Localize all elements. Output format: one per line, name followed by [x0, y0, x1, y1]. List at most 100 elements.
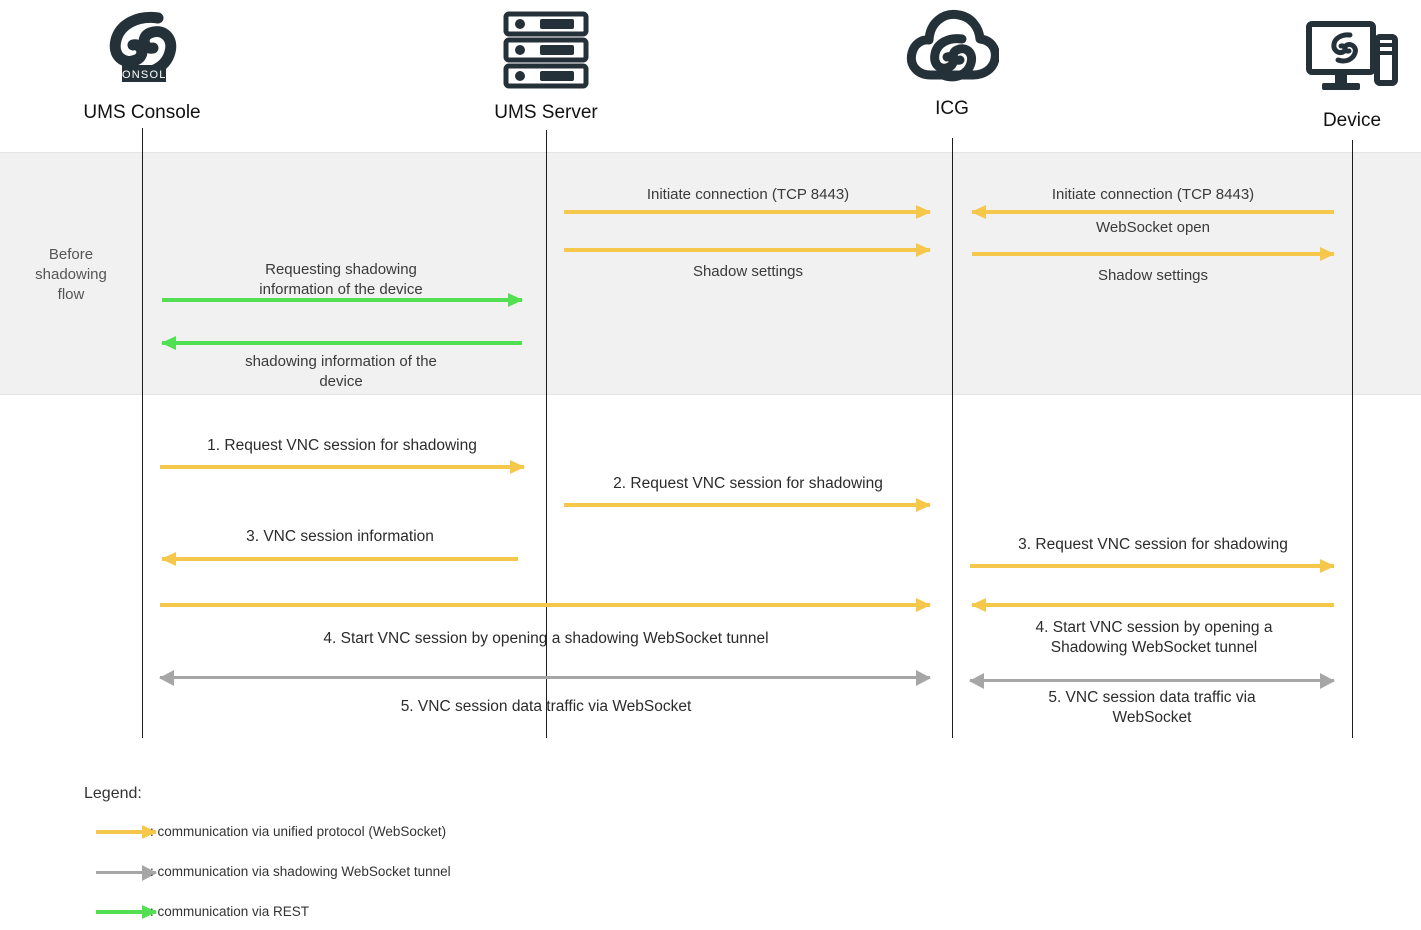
message-arrow-m15 — [969, 673, 1335, 689]
legend-item-shadowing-tunnel: : communication via shadowing WebSocket … — [0, 862, 600, 882]
message-label-m12: 4. Start VNC session by opening a shadow… — [323, 630, 769, 647]
message-label-m14: 5. VNC session data traffic via WebSocke… — [400, 698, 692, 715]
message-arrow-m8 — [160, 460, 525, 474]
message-label-m1: Initiate connection (TCP 8443) — [646, 186, 850, 203]
arrowhead-right — [1320, 559, 1335, 573]
arrowhead-right — [916, 670, 931, 686]
arrow-shaft — [162, 341, 522, 345]
ums-console-logo-icon: CONSOLE — [42, 4, 242, 96]
message-label-m10: 3. VNC session information — [246, 528, 434, 545]
arrowhead-right — [916, 243, 931, 257]
actor-ums-server: UMS Server — [446, 4, 646, 124]
lifeline-ums-server — [546, 130, 547, 738]
message-label-m2: Initiate connection (TCP 8443) — [1051, 186, 1255, 203]
arrow-shaft — [162, 298, 522, 302]
lifeline-ums-console — [142, 128, 143, 738]
actor-label-ums-console: UMS Console — [83, 102, 201, 123]
arrowhead-left — [971, 598, 986, 612]
arrow-shaft — [972, 210, 1334, 214]
message-arrow-m7 — [161, 336, 522, 350]
message-arrow-m14 — [159, 670, 931, 686]
arrowhead-right — [142, 825, 157, 839]
actor-device: Device — [1252, 12, 1421, 132]
actor-icg: ICG — [852, 0, 1052, 120]
arrowhead-right — [1320, 247, 1335, 261]
legend-arrow-rest — [96, 905, 157, 919]
message-label-line-1: Requesting shadowing — [265, 261, 417, 278]
message-arrow-m6 — [162, 293, 523, 307]
arrowhead-left — [971, 205, 986, 219]
message-label-line-2: device — [319, 373, 363, 390]
legend-label-shadowing-tunnel: : communication via shadowing WebSocket … — [150, 864, 451, 879]
message-label-m8: 1. Request VNC session for shadowing — [207, 437, 477, 454]
message-arrow-m13 — [971, 598, 1334, 612]
server-rack-icon — [446, 4, 646, 96]
arrow-shaft — [972, 603, 1334, 607]
actor-label-icg: ICG — [935, 98, 969, 119]
message-label-m9: 2. Request VNC session for shadowing — [613, 475, 883, 492]
message-arrow-m9 — [564, 498, 931, 512]
legend-label-rest: : communication via REST — [150, 904, 310, 919]
legend-arrow-shadowing-tunnel — [96, 865, 157, 881]
arrow-shaft — [96, 830, 156, 834]
arrow-shaft — [970, 679, 1334, 682]
lifeline-icg — [952, 138, 953, 738]
arrowhead-right — [142, 865, 157, 881]
cloud-gateway-icon — [852, 0, 1052, 92]
svg-text:CONSOLE: CONSOLE — [113, 69, 175, 81]
legend-item-rest: : communication via REST — [0, 902, 600, 922]
message-arrow-m5 — [972, 247, 1335, 261]
arrow-shaft — [970, 564, 1334, 568]
legend-label-unified-protocol: : communication via unified protocol (We… — [150, 824, 447, 839]
message-label-line-1: 4. Start VNC session by opening a — [1035, 619, 1273, 636]
arrow-shaft — [160, 603, 930, 607]
message-label-m6: Requesting shadowing information of the … — [162, 260, 520, 300]
arrowhead-left — [161, 552, 176, 566]
arrow-shaft — [96, 871, 156, 874]
band-label-line-3: flow — [57, 286, 85, 303]
message-label-m5: Shadow settings — [1097, 267, 1209, 284]
message-arrow-m12 — [160, 598, 931, 612]
message-label-m3: WebSocket open — [1096, 219, 1210, 236]
message-arrow-m2 — [971, 205, 1334, 219]
band-label-line-1: Before — [48, 246, 94, 263]
arrowhead-right — [510, 460, 525, 474]
message-label-line-2: Shadowing WebSocket tunnel — [1050, 639, 1258, 656]
arrowhead-right — [508, 293, 523, 307]
actor-label-device: Device — [1322, 110, 1382, 131]
message-label-line-1: 5. VNC session data traffic via — [1048, 689, 1256, 706]
message-label-m7: shadowing information of the device — [162, 352, 520, 392]
message-label-line-2: WebSocket — [1112, 709, 1192, 726]
arrow-shaft — [564, 210, 930, 214]
arrow-shaft — [160, 465, 524, 469]
actor-ums-console: CONSOLE UMS Console — [42, 4, 242, 124]
message-arrow-m4 — [564, 243, 931, 257]
message-label-m13: 4. Start VNC session by opening a Shadow… — [972, 618, 1336, 658]
arrowhead-right — [1320, 673, 1335, 689]
arrowhead-right — [916, 598, 931, 612]
desktop-device-icon — [1252, 12, 1421, 104]
legend-item-unified-protocol: : communication via unified protocol (We… — [0, 822, 600, 842]
before-shadowing-band — [0, 152, 1421, 395]
arrow-shaft — [564, 248, 930, 252]
arrowhead-left — [159, 670, 174, 686]
arrowhead-right — [916, 498, 931, 512]
message-label-m11: 3. Request VNC session for shadowing — [1018, 536, 1288, 553]
arrow-shaft — [96, 910, 156, 914]
arrow-shaft — [972, 252, 1334, 256]
message-arrow-m10 — [161, 552, 518, 566]
arrowhead-right — [142, 905, 157, 919]
arrowhead-left — [161, 336, 176, 350]
arrowhead-right — [916, 205, 931, 219]
message-arrow-m1 — [564, 205, 931, 219]
band-label: Before shadowing flow — [12, 245, 130, 305]
band-label-line-2: shadowing — [35, 266, 107, 283]
message-label-line-1: shadowing information of the — [245, 353, 437, 370]
arrowhead-left — [969, 673, 984, 689]
message-arrow-m11 — [970, 559, 1335, 573]
lifeline-device — [1352, 140, 1353, 738]
message-label-line-2: information of the device — [259, 281, 423, 298]
legend-title: Legend: — [84, 785, 142, 802]
message-label-m4: Shadow settings — [692, 263, 804, 280]
